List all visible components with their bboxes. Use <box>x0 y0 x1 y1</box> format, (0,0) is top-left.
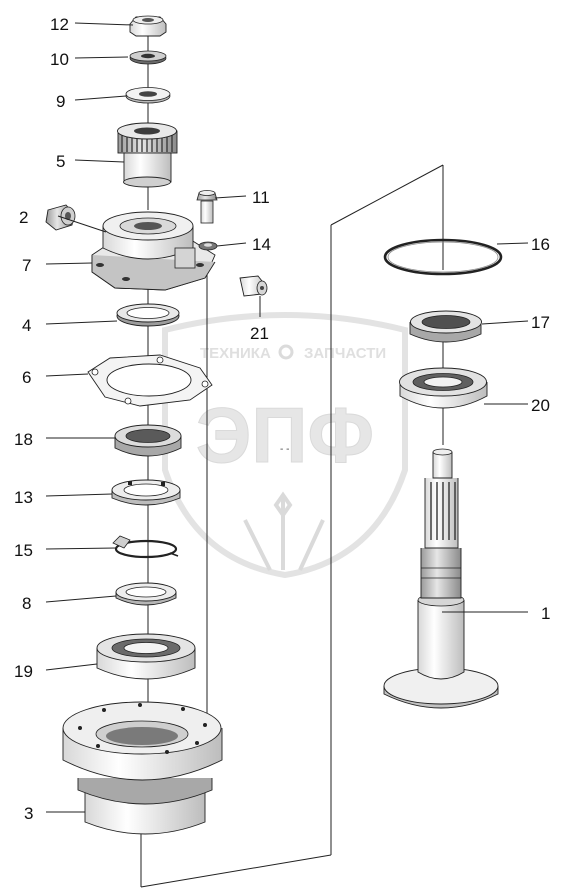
part-21-grease-fitting <box>239 275 268 297</box>
label-part-13: 13 <box>14 488 33 507</box>
watermark-left-text: ТЕХНИКА <box>200 345 271 362</box>
part-1-shaft <box>383 448 499 709</box>
part-15-lock-washer <box>112 535 179 559</box>
wheat-sheaf-icon <box>243 491 325 571</box>
label-part-19: 19 <box>14 662 33 681</box>
part-20-bearing <box>399 367 488 409</box>
label-part-3: 3 <box>24 804 33 823</box>
label-part-6: 6 <box>22 368 31 387</box>
gear-icon <box>278 344 294 360</box>
label-part-8: 8 <box>22 594 31 613</box>
part-2-fitting <box>45 204 76 231</box>
watermark: ТЕХНИКА ЗАПЧАСТИ ЭПФ <box>162 312 408 579</box>
label-part-17: 17 <box>531 313 550 332</box>
label-part-20: 20 <box>531 396 550 415</box>
part-13-lock-nut <box>111 479 181 506</box>
label-part-14: 14 <box>252 235 271 254</box>
label-part-1: 1 <box>541 604 550 623</box>
label-part-2: 2 <box>19 208 28 227</box>
label-part-21: 21 <box>250 324 269 343</box>
label-part-7: 7 <box>22 256 31 275</box>
part-7-flange-housing <box>91 211 216 291</box>
part-9-ring <box>125 87 171 104</box>
label-part-10: 10 <box>50 50 69 69</box>
part-3-housing <box>62 701 223 835</box>
part-8-spacer-ring <box>115 582 177 606</box>
part-5-gear-bushing <box>117 122 178 188</box>
label-part-16: 16 <box>531 235 550 254</box>
part-18-seal <box>114 424 182 457</box>
part-16-o-ring <box>383 238 503 276</box>
leader-lines <box>45 22 529 813</box>
part-12-nut <box>129 15 167 37</box>
label-part-12: 12 <box>50 15 69 34</box>
label-part-5: 5 <box>56 152 65 171</box>
part-11-bolt <box>196 190 218 224</box>
part-4-seal-ring <box>116 303 180 327</box>
part-6-gasket <box>87 354 213 407</box>
part-14-washer <box>198 241 218 251</box>
label-part-18: 18 <box>14 430 33 449</box>
part-17-seal <box>409 310 482 343</box>
part-labels: 12 10 9 5 2 7 11 14 4 21 6 18 13 15 8 19… <box>14 15 550 823</box>
label-part-4: 4 <box>22 316 31 335</box>
watermark-right-text: ЗАПЧАСТИ <box>304 345 386 362</box>
center-marker: - - <box>280 444 289 455</box>
label-part-9: 9 <box>56 92 65 111</box>
part-19-bearing <box>96 633 196 680</box>
label-part-15: 15 <box>14 541 33 560</box>
label-part-11: 11 <box>252 188 270 207</box>
watermark-logo-text: ЭПФ <box>196 391 374 479</box>
part-10-washer <box>129 50 167 65</box>
